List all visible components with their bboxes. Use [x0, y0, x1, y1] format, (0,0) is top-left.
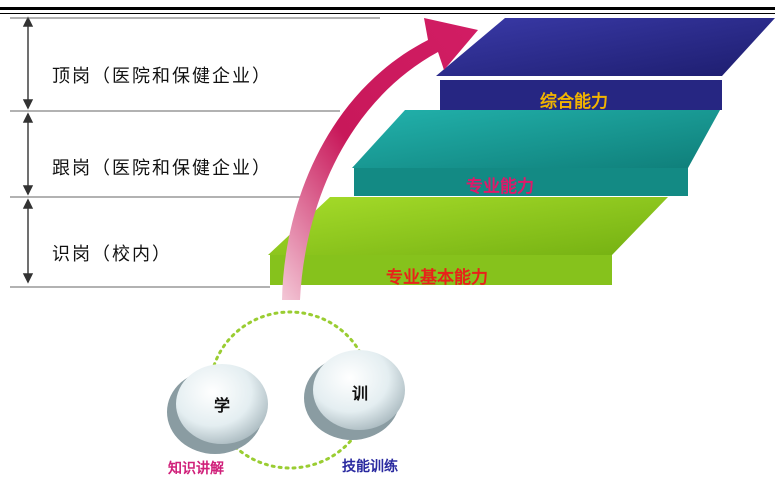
training-sphere — [304, 350, 405, 440]
stage-label-top-post: 顶岗（医院和保健企业） — [52, 66, 272, 87]
step-label-professional: 专业能力 — [466, 177, 534, 197]
skill-training-caption: 技能训练 — [342, 459, 398, 475]
knowledge-lecture-caption: 知识讲解 — [168, 461, 224, 477]
study-label: 学 — [214, 396, 231, 415]
level-markers — [22, 16, 34, 284]
level-lines — [10, 17, 380, 288]
growth-arrow — [282, 18, 478, 300]
step-label-basic: 专业基本能力 — [386, 268, 488, 288]
step-label-comprehensive: 综合能力 — [540, 92, 608, 112]
top-rule-thin — [0, 13, 775, 14]
top-rule — [0, 7, 775, 10]
stage-label-follow-post: 跟岗（医院和保健企业） — [52, 158, 272, 179]
step-basic — [268, 197, 668, 285]
stage-label-know-post: 识岗（校内） — [52, 244, 172, 265]
step-professional — [352, 110, 720, 196]
step-comprehensive — [436, 18, 775, 110]
study-sphere — [167, 364, 268, 454]
training-label: 训 — [352, 384, 369, 403]
